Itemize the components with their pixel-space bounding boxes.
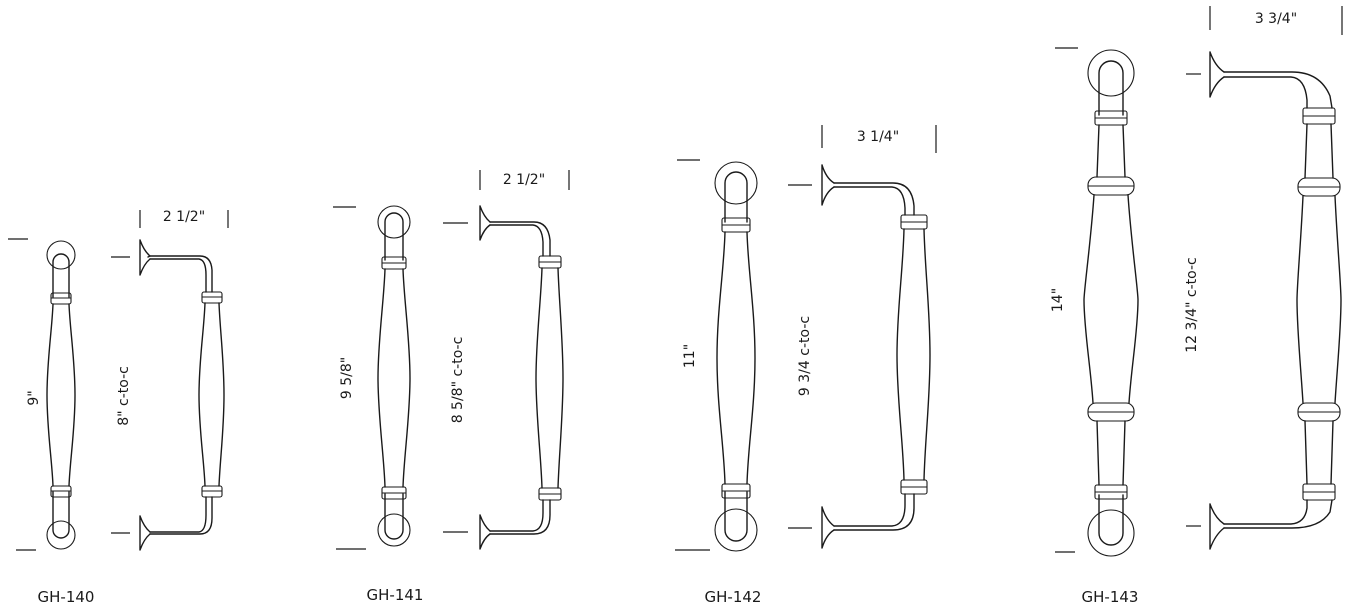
center-to-center-gh-140: 8" c-to-c (116, 366, 132, 426)
side-view-gh-141 (479, 205, 564, 550)
side-view-gh-142 (821, 164, 931, 549)
model-gh-140: GH-140 (38, 588, 95, 606)
overall-length-gh-140: 9" (26, 390, 42, 405)
handle-gh-142: 11" 9 3/4 c-to-c 3 1/4" GH-142 (675, 125, 937, 606)
handle-gh-140: 9" 8" c-to-c 2 1/2" GH-140 (8, 209, 229, 606)
projection-gh-142: 3 1/4" (857, 129, 899, 145)
projection-gh-143: 3 3/4" (1255, 11, 1297, 27)
overall-length-gh-141: 9 5/8" (339, 357, 355, 399)
front-view-gh-140 (46, 240, 76, 550)
projection-gh-141: 2 1/2" (503, 172, 545, 188)
model-gh-142: GH-142 (705, 588, 762, 606)
front-view-gh-143 (1083, 49, 1139, 557)
overall-length-gh-143: 14" (1050, 288, 1066, 312)
side-view-gh-140 (139, 239, 225, 551)
model-gh-143: GH-143 (1082, 588, 1139, 606)
model-gh-141: GH-141 (367, 586, 424, 604)
handle-gh-141: 9 5/8" 8 5/8" c-to-c 2 1/2" GH-141 (333, 170, 570, 604)
side-view-gh-143 (1209, 51, 1342, 550)
front-view-gh-141 (377, 205, 411, 547)
center-to-center-gh-143: 12 3/4" c-to-c (1184, 257, 1200, 353)
center-to-center-gh-141: 8 5/8" c-to-c (450, 337, 466, 424)
handle-gh-143: 14" 12 3/4" c-to-c 3 3/4" GH-14 (1050, 6, 1343, 606)
front-view-gh-142 (714, 161, 758, 552)
projection-gh-140: 2 1/2" (163, 209, 205, 225)
center-to-center-gh-142: 9 3/4 c-to-c (797, 316, 813, 396)
overall-length-gh-142: 11" (682, 344, 698, 368)
